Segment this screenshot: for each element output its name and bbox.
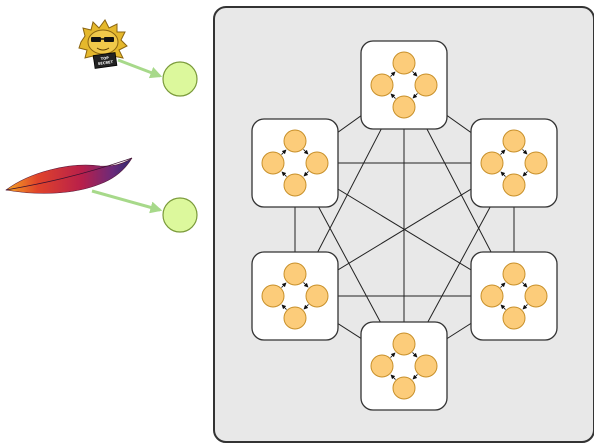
node-box <box>470 251 558 341</box>
inner-arrow <box>281 282 287 288</box>
feather-icon <box>5 157 133 194</box>
inner-node <box>392 51 416 75</box>
inner-node <box>305 284 329 308</box>
inner-arrow <box>390 374 396 380</box>
inner-node <box>392 95 416 119</box>
inner-arrow <box>500 149 506 155</box>
inner-node <box>502 262 526 286</box>
inner-node <box>283 129 307 153</box>
badge-line-1: TOP <box>100 56 109 61</box>
inner-node <box>370 73 394 97</box>
inner-arrow <box>412 71 418 77</box>
inner-arrow <box>281 149 287 155</box>
node-box <box>470 118 558 208</box>
inner-node <box>283 306 307 330</box>
inner-arrow <box>412 352 418 358</box>
inner-node <box>261 284 285 308</box>
node-box <box>251 251 339 341</box>
inner-node <box>414 354 438 378</box>
inner-arrow <box>500 282 506 288</box>
node-box <box>360 321 448 411</box>
node-box-frame <box>470 251 558 341</box>
inner-arrow <box>522 282 528 288</box>
inner-node <box>283 262 307 286</box>
inner-arrow <box>390 352 396 358</box>
inner-node <box>414 73 438 97</box>
inner-node <box>261 151 285 175</box>
inner-arrow <box>522 304 528 310</box>
inner-node <box>524 151 548 175</box>
inner-arrow <box>281 304 287 310</box>
inner-arrow <box>522 171 528 177</box>
inner-node <box>480 284 504 308</box>
inner-node <box>502 173 526 197</box>
node-box-frame <box>251 118 339 208</box>
badge-line-2: SECRET <box>98 60 114 66</box>
node-box <box>360 40 448 130</box>
node-box-frame <box>360 40 448 130</box>
client-2-arrow <box>91 189 163 214</box>
inner-arrow <box>303 304 309 310</box>
inner-arrow <box>303 171 309 177</box>
node-boxes <box>251 40 558 411</box>
inner-arrow <box>390 93 396 99</box>
inner-node <box>305 151 329 175</box>
inner-arrow <box>412 93 418 99</box>
inner-arrow <box>303 282 309 288</box>
inner-arrow <box>412 374 418 380</box>
inner-arrow <box>390 71 396 77</box>
inner-node <box>370 354 394 378</box>
inner-node <box>524 284 548 308</box>
node-box-frame <box>470 118 558 208</box>
node-box-frame <box>251 251 339 341</box>
inner-arrow <box>303 149 309 155</box>
inner-arrow <box>500 304 506 310</box>
node-box-frame <box>360 321 448 411</box>
inner-node <box>283 173 307 197</box>
inner-node <box>480 151 504 175</box>
inner-arrow <box>281 171 287 177</box>
inner-node <box>502 129 526 153</box>
inner-arrow <box>522 149 528 155</box>
pufferfish-icon: TOP SECRET <box>78 19 128 69</box>
inner-arrow <box>500 171 506 177</box>
inner-node <box>392 332 416 356</box>
node-box <box>251 118 339 208</box>
inner-node <box>392 376 416 400</box>
client-1-arrow <box>117 58 163 79</box>
client-2-node <box>162 197 198 233</box>
client-1-node <box>162 61 198 97</box>
inner-node <box>502 306 526 330</box>
